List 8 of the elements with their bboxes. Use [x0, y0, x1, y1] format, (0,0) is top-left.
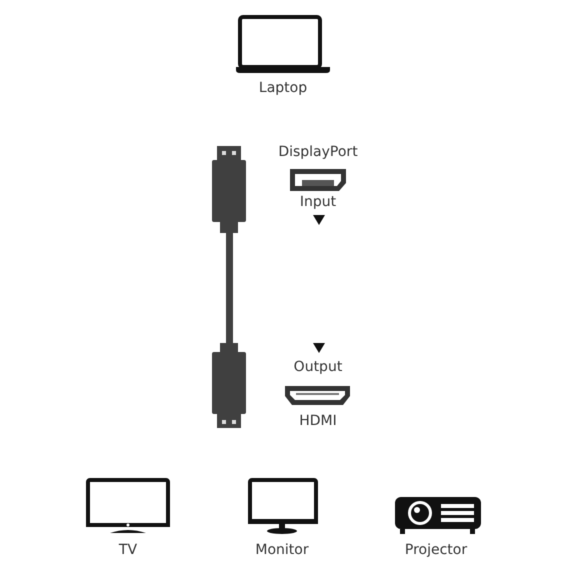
device-label: Output — [294, 359, 342, 375]
device-label: Projector — [404, 542, 468, 558]
device-label: HDMI — [299, 413, 337, 429]
device-label: Monitor — [255, 542, 309, 558]
device-label: Laptop — [258, 80, 308, 96]
device-label: DisplayPort — [278, 144, 358, 160]
device-label: Input — [300, 194, 336, 210]
device-label: TV — [118, 542, 138, 558]
